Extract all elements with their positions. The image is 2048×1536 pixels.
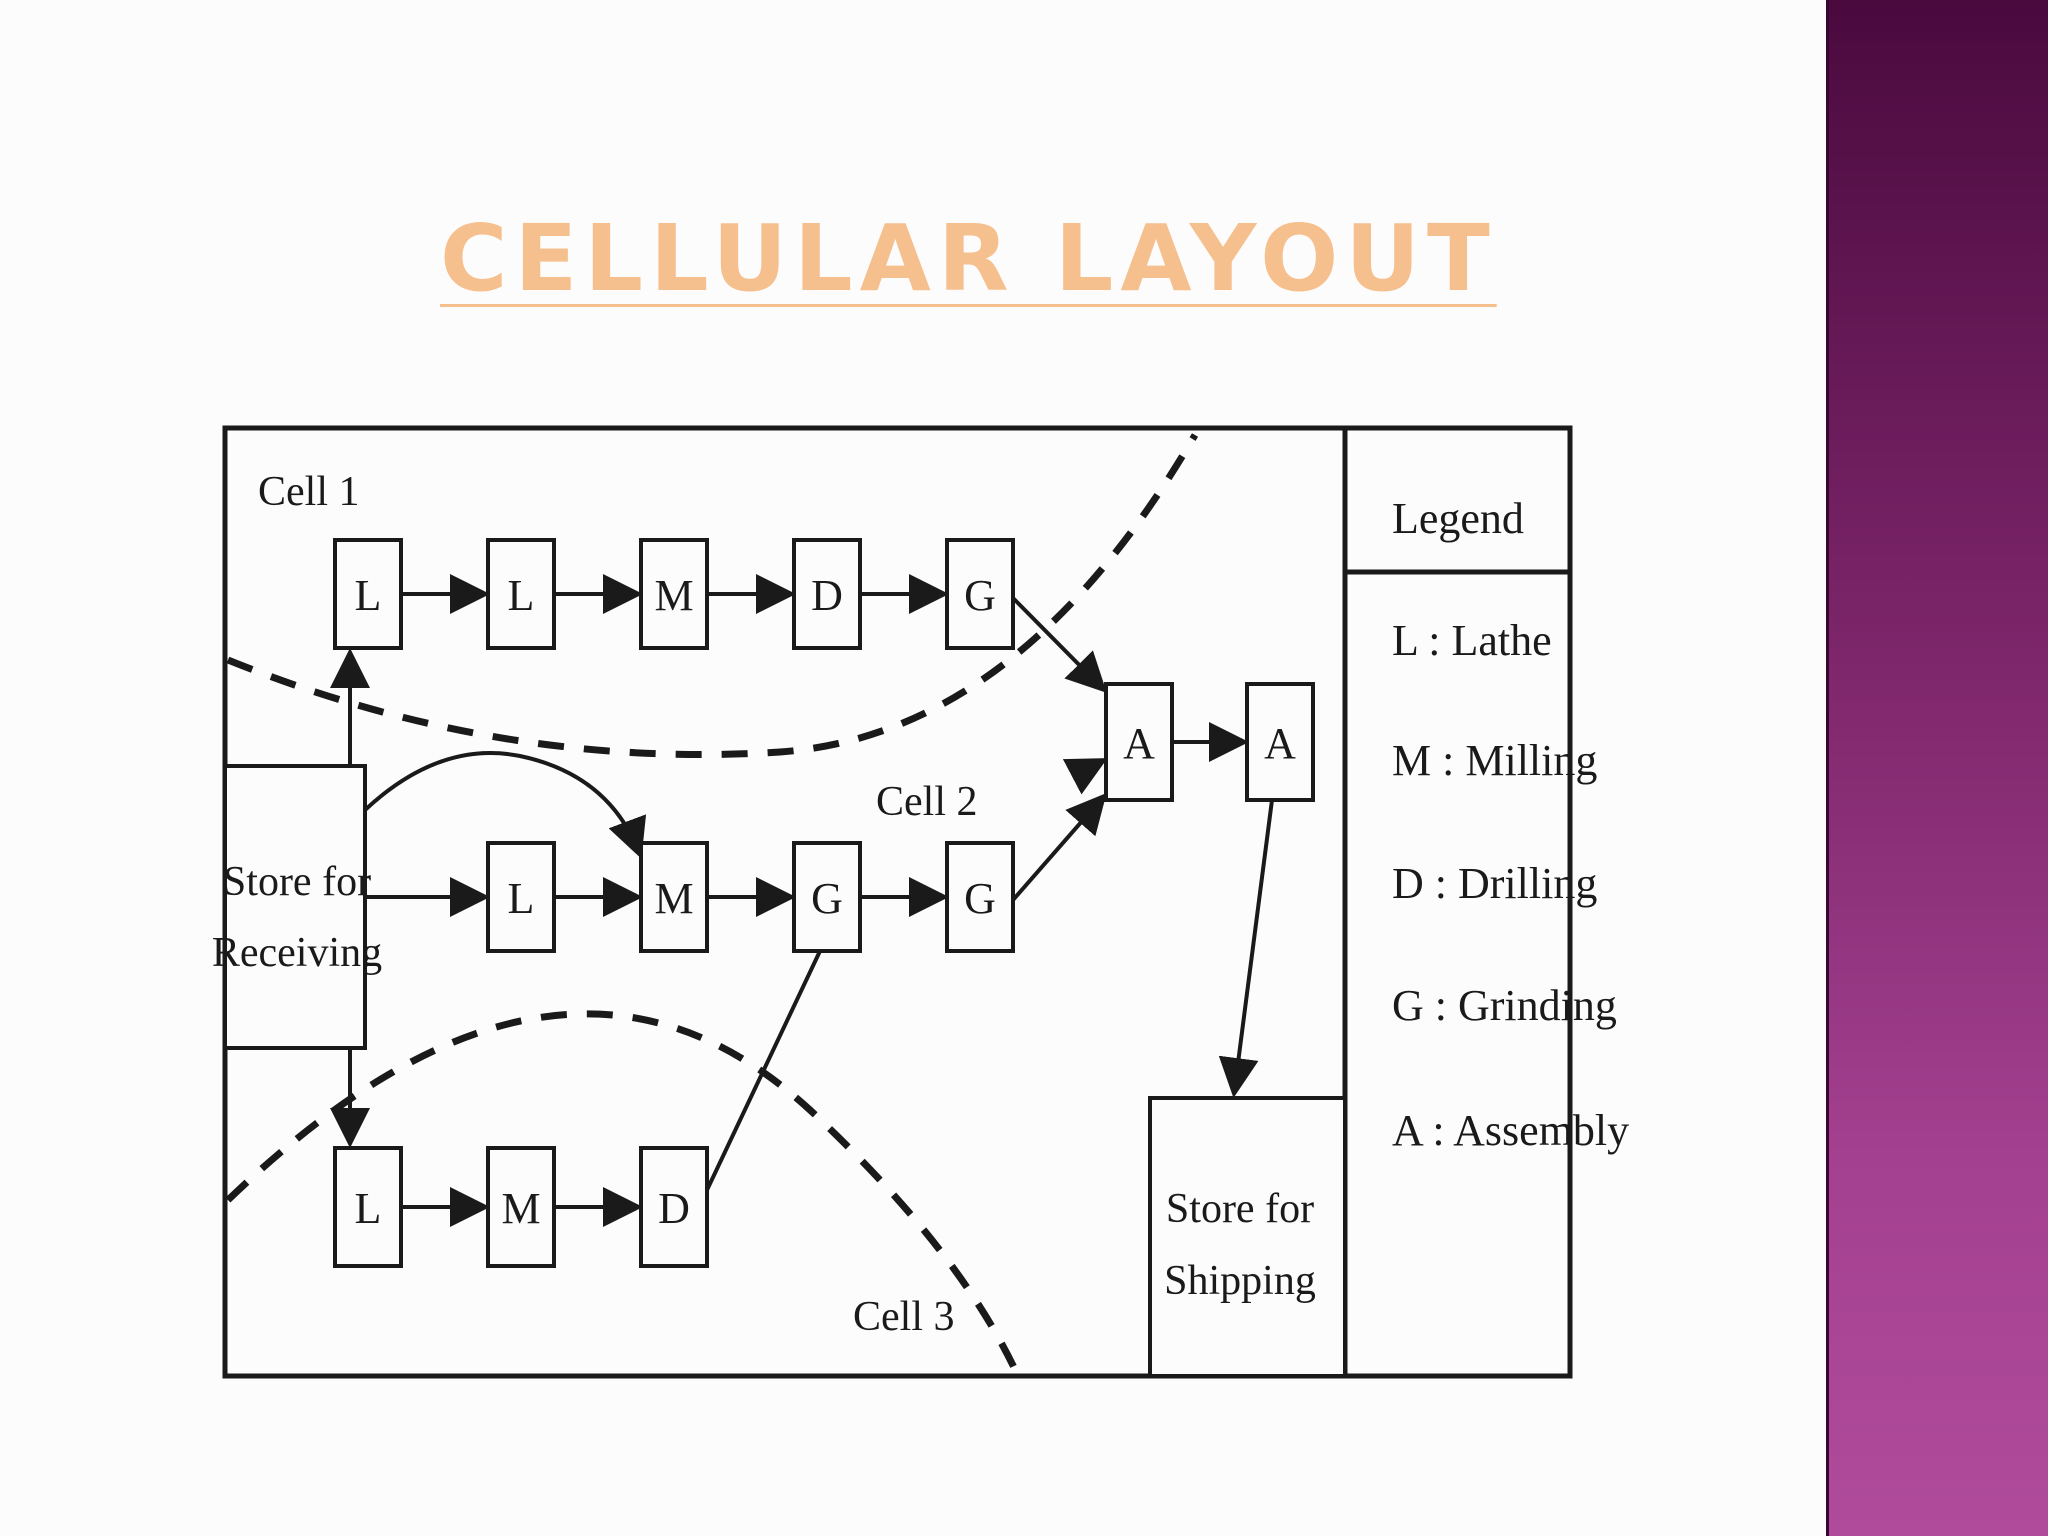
legend-item-lathe: L : Lathe	[1392, 616, 1552, 665]
cell1-lathe-2-label: L	[508, 571, 535, 620]
flow-a-to-shipping	[1218, 799, 1274, 1098]
cell2-milling-box	[639, 841, 709, 953]
flow-store-to-c2-m	[363, 751, 647, 859]
assembly-1-box	[1104, 682, 1174, 802]
flow-c1-g-to-a	[1011, 596, 1107, 693]
cell2-grinding-2-label: G	[964, 874, 996, 923]
store-shipping-label-2: Shipping	[1164, 1258, 1316, 1304]
cell2-grinding-1-label: G	[811, 874, 843, 923]
store-receiving-label-2: Receiving	[212, 930, 382, 976]
flow-c2-g-to-a	[1011, 792, 1107, 902]
cell1-milling-box	[639, 538, 709, 650]
cell1-boundary	[226, 433, 1199, 758]
legend-item-drilling: D : Drilling	[1392, 859, 1597, 908]
cell3-drilling-label: D	[658, 1184, 690, 1233]
assembly-2-label: A	[1264, 719, 1296, 768]
cell3-milling-label: M	[501, 1184, 540, 1233]
slide-title: CELLULAR LAYOUT	[440, 205, 1497, 312]
store-receiving-label-1: Store for	[223, 859, 371, 905]
cell3-boundary	[225, 1010, 1022, 1378]
cell2-milling-label: M	[654, 874, 693, 923]
cell2-lathe-label: L	[508, 874, 535, 923]
cell1-label: Cell 1	[258, 469, 360, 515]
cell1-lathe-1-label: L	[355, 571, 382, 620]
flow-c3-d-to-c2-g	[705, 950, 822, 1191]
cell1-grinding-label: G	[964, 571, 996, 620]
store-shipping-box	[1148, 1096, 1347, 1378]
assembly-1-label: A	[1123, 719, 1155, 768]
cell2-label: Cell 2	[876, 779, 978, 825]
legend-item-milling: M : Milling	[1392, 736, 1597, 785]
cell3-lathe-box	[333, 1146, 403, 1268]
cell1-milling-label: M	[654, 571, 693, 620]
legend-title: Legend	[1392, 494, 1524, 543]
legend-item-assembly: A : Assembly	[1392, 1106, 1629, 1155]
flow-c1-feed-to-a	[1062, 758, 1108, 795]
cell3-lathe-label: L	[355, 1184, 382, 1233]
cell1-drilling-label: D	[811, 571, 843, 620]
cell3-label: Cell 3	[853, 1294, 955, 1340]
store-shipping-label-1: Store for	[1166, 1186, 1314, 1232]
decorative-sidebar	[1826, 0, 2048, 1536]
store-receiving-box	[223, 764, 367, 1050]
sidebar-edge	[1826, 0, 1829, 1536]
cell2-grinding-2-box	[945, 841, 1015, 953]
assembly-2-box	[1245, 682, 1315, 802]
cell2-grinding-1-box	[792, 841, 862, 953]
cell1-grinding-box	[945, 538, 1015, 650]
legend-item-grinding: G : Grinding	[1392, 981, 1617, 1030]
